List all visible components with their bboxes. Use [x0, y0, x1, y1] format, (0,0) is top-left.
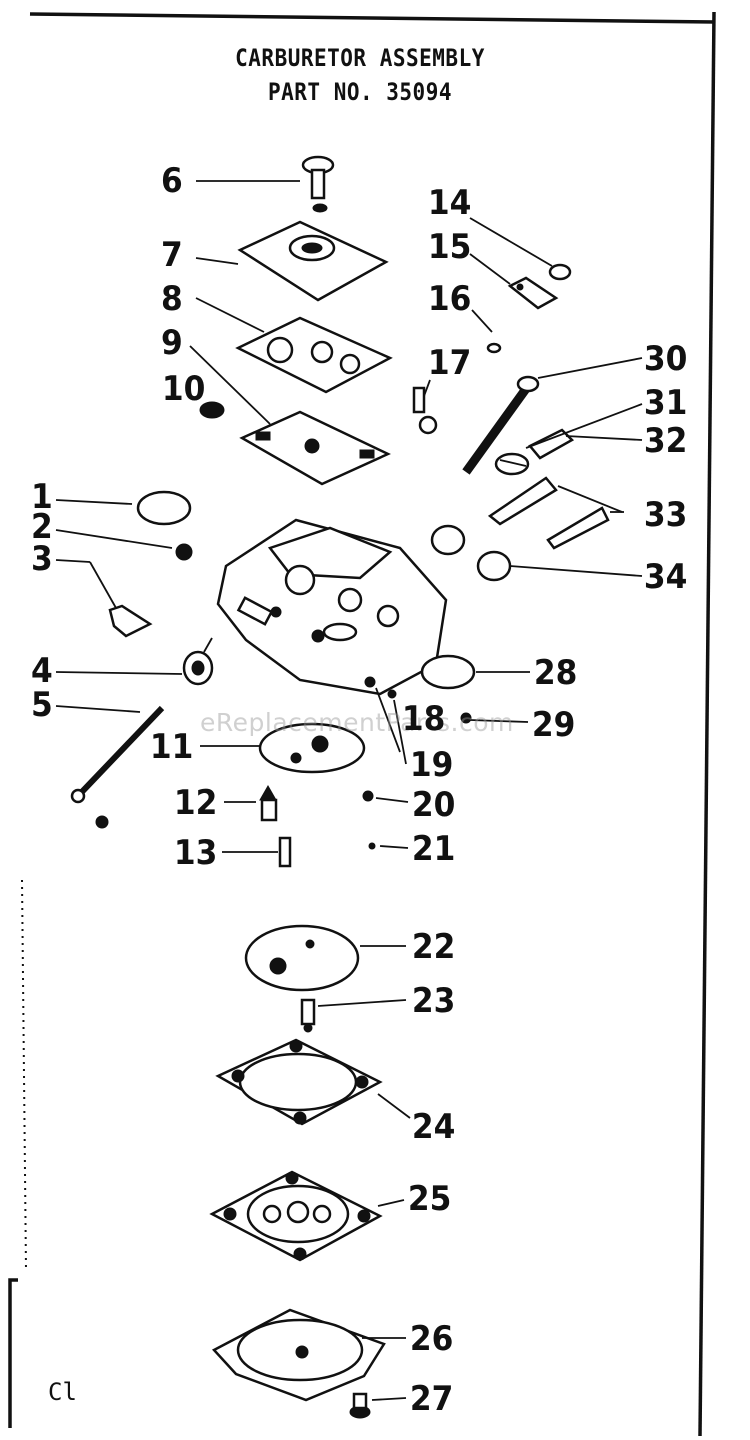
callout-23: 23 — [411, 981, 456, 1021]
callout-27: 27 — [409, 1379, 454, 1419]
part-23-spring — [300, 998, 316, 1033]
part-28-plate — [420, 654, 476, 690]
part-31-spring — [494, 452, 530, 476]
part-33-needles — [487, 476, 610, 550]
callout-15: 15 — [427, 227, 472, 267]
callout-11: 11 — [149, 727, 194, 767]
part-17-link — [412, 386, 438, 435]
diagram-subtitle: PART NO. 35094 — [267, 78, 452, 106]
part-19-washer — [387, 689, 397, 699]
callout-18: 18 — [401, 699, 446, 739]
left-dotted-edge — [21, 879, 27, 1271]
part-16-pin — [486, 342, 502, 354]
callout-4: 4 — [30, 651, 53, 691]
part-11-pump-cover — [258, 722, 366, 774]
callout-9: 9 — [160, 323, 183, 363]
right-border-line — [698, 11, 716, 1437]
part-24-gasket — [215, 1038, 383, 1126]
part-6-screw — [301, 155, 335, 213]
part-30-needle — [462, 375, 540, 475]
watermark: eReplacementParts.com — [200, 708, 514, 737]
callout-17: 17 — [427, 343, 472, 383]
bottom-left-bracket — [8, 1278, 18, 1428]
part-1-disc — [136, 490, 192, 526]
callout-28: 28 — [533, 653, 578, 693]
callout-32: 32 — [643, 421, 688, 461]
callout-2: 2 — [30, 507, 53, 547]
part-34-springs — [430, 524, 512, 582]
carburetor-body — [216, 518, 448, 696]
part-13-spring — [278, 836, 292, 868]
part-2-nut — [175, 543, 193, 561]
callout-5: 5 — [30, 685, 53, 725]
callout-30: 30 — [643, 339, 688, 379]
part-29-screw — [460, 712, 472, 724]
callout-7: 7 — [160, 235, 183, 275]
part-12-needle-valve — [259, 784, 278, 822]
callout-20: 20 — [411, 785, 456, 825]
callout-16: 16 — [427, 279, 472, 319]
callout-13: 13 — [173, 833, 218, 873]
leader-lines — [55, 180, 643, 1401]
callout-33: 33 — [643, 495, 688, 535]
callout-22: 22 — [411, 927, 456, 967]
part-9-plate — [239, 410, 391, 486]
callout-29: 29 — [531, 705, 576, 745]
part-21-ball — [368, 842, 376, 850]
part-7-cover — [237, 220, 389, 302]
part-22-diaphragm-cover — [244, 924, 360, 992]
callout-34: 34 — [643, 557, 688, 597]
top-border-line — [29, 12, 716, 24]
callout-21: 21 — [411, 829, 456, 869]
callout-8: 8 — [160, 279, 183, 319]
callout-1: 1 — [30, 477, 53, 517]
callout-19: 19 — [409, 745, 454, 785]
callout-12: 12 — [173, 783, 218, 823]
callout-24: 24 — [411, 1107, 456, 1147]
callout-10: 10 — [161, 369, 206, 409]
part-5-shaft — [70, 705, 165, 829]
part-15-bracket — [507, 276, 559, 310]
diagram-title: CARBURETOR ASSEMBLY — [235, 44, 485, 72]
part-25-diaphragm — [209, 1170, 383, 1262]
part-20-pin — [362, 790, 374, 802]
part-26-cover — [211, 1308, 386, 1402]
callout-25: 25 — [407, 1179, 452, 1219]
part-3-lever — [108, 604, 153, 638]
callout-14: 14 — [427, 183, 472, 223]
part-10-plug — [199, 401, 225, 419]
callout-31: 31 — [643, 383, 688, 423]
callout-3: 3 — [30, 539, 53, 579]
part-4-spring — [182, 637, 214, 686]
part-27-screw — [349, 1392, 371, 1419]
callout-26: 26 — [409, 1319, 454, 1359]
part-18-check-ball — [364, 676, 376, 688]
corner-label: Cl — [48, 1378, 77, 1406]
part-14-washer — [548, 263, 572, 281]
callout-6: 6 — [160, 161, 183, 201]
part-32-needle — [528, 428, 575, 460]
part-8-gasket — [235, 316, 393, 394]
